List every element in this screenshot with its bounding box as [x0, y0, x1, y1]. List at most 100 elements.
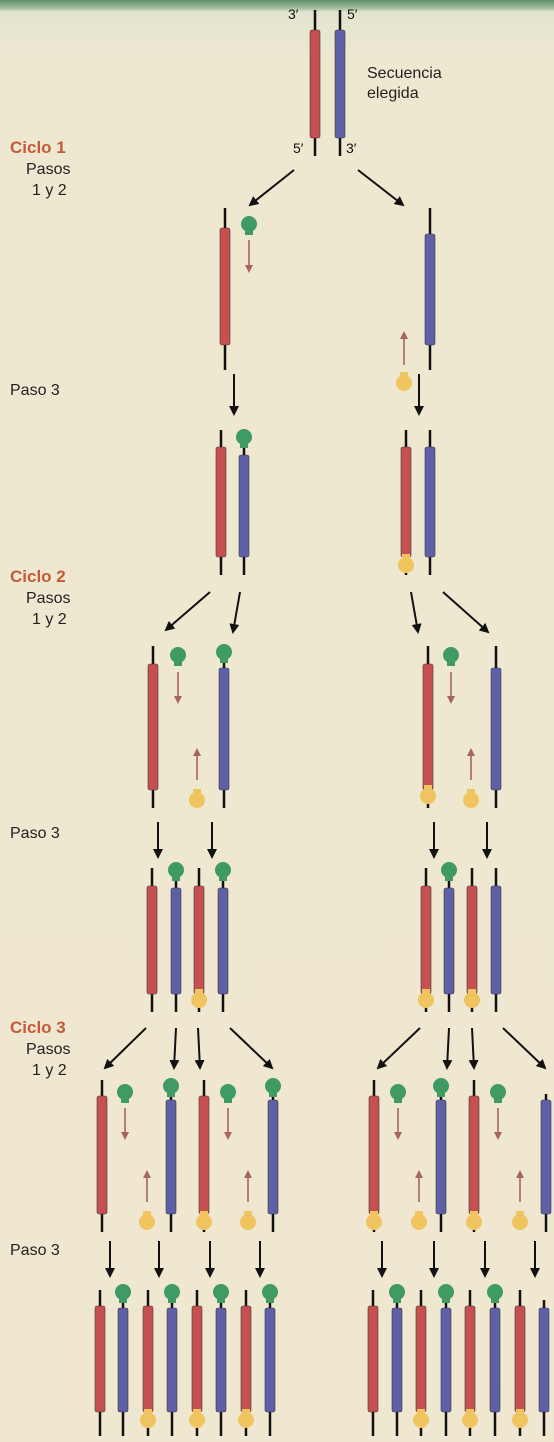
c3-split-arrow-6: [442, 1027, 453, 1070]
final-strand-4-primer-stem: [168, 1294, 176, 1303]
c3-single-5-primer-stem: [370, 1211, 378, 1220]
c2-dx-2: [170, 887, 182, 995]
c1-duplex-b-blue: [424, 446, 436, 558]
final-strand-14: [489, 1307, 501, 1413]
end-label-5prime-bottom: 5′: [293, 140, 304, 156]
c2-dx-3: [193, 885, 205, 995]
c2-fwd-1-stem: [174, 657, 182, 666]
c3-single-1: [96, 1095, 108, 1215]
final-strand-13-primer-stem: [466, 1409, 474, 1418]
c3-split-arrow-5: [376, 1027, 421, 1070]
c1-duplex-a-blue: [238, 454, 250, 558]
cycle-3-title: Ciclo 3: [10, 1018, 66, 1037]
final-strand-13: [464, 1305, 476, 1413]
cycle-1-steps-label-line2: 1 y 2: [32, 182, 67, 199]
c1-single-blue: [424, 233, 436, 346]
final-strand-8-primer-stem: [266, 1294, 274, 1303]
final-strand-5: [191, 1305, 203, 1413]
cycle-2-step3-label: Paso 3: [10, 825, 60, 842]
original-strand-blue: [334, 29, 346, 139]
final-strand-1: [94, 1305, 106, 1413]
c3-split-arrow-1: [103, 1027, 147, 1070]
c3-single-4: [267, 1099, 279, 1215]
c2-dx-4: [217, 887, 229, 995]
c2-fwd-2-stem: [447, 657, 455, 666]
final-strand-9: [367, 1305, 379, 1413]
c3-fwd-2-stem: [224, 1094, 232, 1103]
original-strand-red: [309, 29, 321, 139]
final-strand-16: [538, 1307, 550, 1413]
c2-split-arrow-1: [164, 591, 211, 632]
c3-fwd-4-stem: [494, 1094, 502, 1103]
cycle-2-steps-label-line1: Pasos: [26, 590, 71, 607]
cycle-2-title: Ciclo 2: [10, 567, 66, 586]
c1-forward-primer-stem: [245, 226, 253, 235]
c3-single-3-primer-stem: [200, 1211, 208, 1220]
c3-rev-4-stem: [516, 1211, 524, 1220]
cycle-1-title: Ciclo 1: [10, 138, 66, 157]
c1-duplex-a-red: [215, 446, 227, 558]
final-strand-11-primer-stem: [417, 1409, 425, 1418]
c3-rev-3-stem: [415, 1211, 423, 1220]
final-strand-15-primer-stem: [516, 1409, 524, 1418]
c2-split-arrow-2: [229, 591, 241, 634]
c2-single-3-primer-stem: [424, 785, 432, 794]
final-strand-3: [142, 1305, 154, 1413]
c3-single-5: [368, 1095, 380, 1215]
c3-rev-2-stem: [244, 1211, 252, 1220]
c3-split-arrow-8: [502, 1027, 547, 1070]
final-strand-10-primer-stem: [393, 1294, 401, 1303]
final-strand-2: [117, 1307, 129, 1413]
c2-dx-6: [443, 887, 455, 995]
c1-split-arrow-left: [248, 169, 295, 207]
end-label-3prime-bottom: 3′: [346, 140, 357, 156]
c3-split-arrow-2: [169, 1027, 180, 1070]
c2-dx-1: [146, 885, 158, 995]
c2-split-arrow-4: [442, 591, 490, 634]
c2-split-arrow-3: [410, 591, 422, 634]
c3-single-6: [435, 1099, 447, 1215]
c1-duplex-a-primer-stem: [240, 439, 248, 448]
c2-dx-6-primer-stem: [445, 872, 453, 881]
final-strand-5-primer-stem: [193, 1409, 201, 1418]
target-sequence-label-line2: elegida: [367, 85, 419, 102]
cycle-3-steps-label-line2: 1 y 2: [32, 1062, 67, 1079]
cycle-3-step3-label: Paso 3: [10, 1242, 60, 1259]
cycle-3-steps-label-line1: Pasos: [26, 1041, 71, 1058]
c1-duplex-b-primer-stem: [402, 554, 410, 563]
c2-rev-2-stem: [467, 789, 475, 798]
final-strand-4: [166, 1307, 178, 1413]
c2-dx-4-primer-stem: [219, 872, 227, 881]
c2-dx-3-primer-stem: [195, 989, 203, 998]
c2-dx-5-primer-stem: [422, 989, 430, 998]
final-strand-6-primer-stem: [217, 1294, 225, 1303]
c3-rev-1-stem: [143, 1211, 151, 1220]
c3-single-2-primer-stem: [167, 1088, 175, 1097]
cycle-1-step3-label: Paso 3: [10, 382, 60, 399]
final-strand-2-primer-stem: [119, 1294, 127, 1303]
c2-dx-8: [490, 885, 502, 995]
c2-dx-2-primer-stem: [172, 872, 180, 881]
final-strand-3-primer-stem: [144, 1409, 152, 1418]
c3-split-arrow-7: [468, 1027, 479, 1070]
end-label-5prime-top: 5′: [347, 6, 358, 22]
c1-split-arrow-right: [357, 169, 405, 207]
c3-fwd-1-stem: [121, 1094, 129, 1103]
final-strand-7-primer-stem: [242, 1409, 250, 1418]
final-strand-14-primer-stem: [491, 1294, 499, 1303]
cycle-2-steps-label-line2: 1 y 2: [32, 611, 67, 628]
c3-single-7: [468, 1095, 480, 1215]
c2-single-2-primer-stem: [220, 654, 228, 663]
c3-single-3: [198, 1095, 210, 1215]
final-strand-7: [240, 1305, 252, 1413]
final-strand-8: [264, 1307, 276, 1413]
c3-single-2: [165, 1099, 177, 1215]
final-strand-15: [514, 1305, 526, 1413]
final-strand-12: [440, 1307, 452, 1413]
c3-split-arrow-3: [194, 1027, 205, 1070]
c3-single-4-primer-stem: [269, 1088, 277, 1097]
c1-reverse-primer-stem: [400, 372, 408, 381]
c2-single-2: [218, 667, 230, 791]
